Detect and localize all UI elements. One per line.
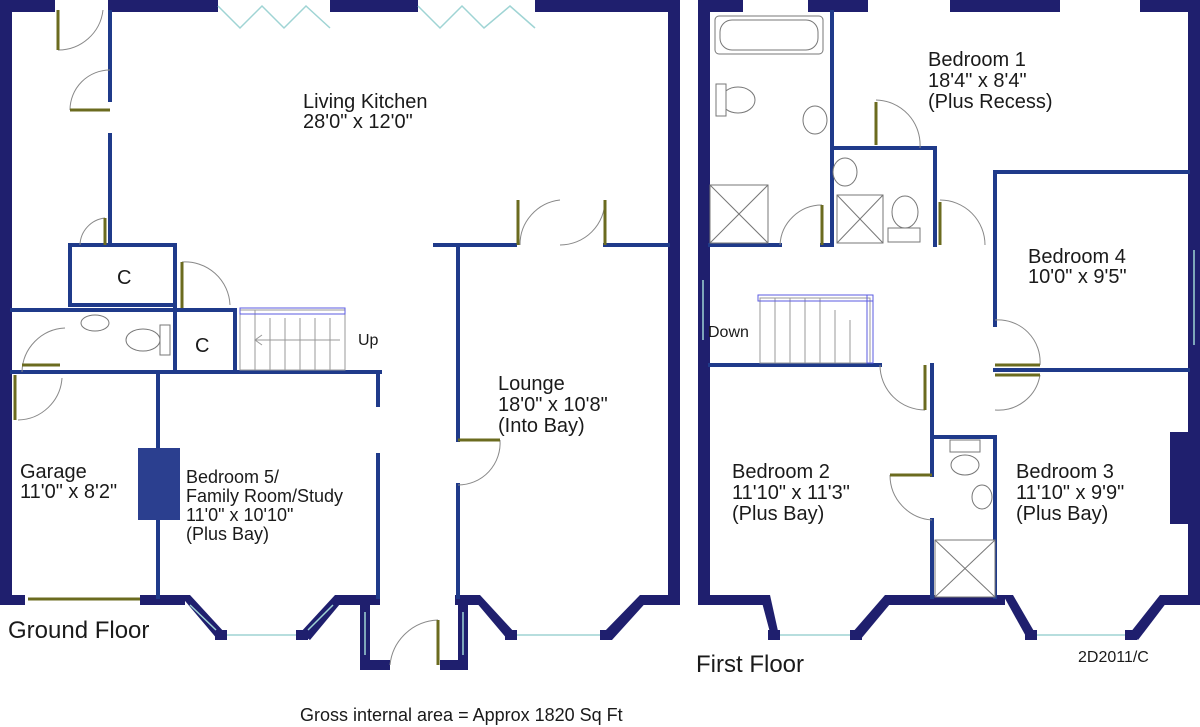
lounge-dims: 18'0" x 10'8" xyxy=(498,394,608,416)
cupboard-label: C xyxy=(117,267,131,289)
room-bedroom-4: Bedroom 4 10'0" x 9'5" xyxy=(1028,246,1127,288)
stairs-up-label: Up xyxy=(358,332,379,349)
bedroom3-name: Bedroom 3 xyxy=(1016,461,1114,483)
reference-code: 2D2011/C xyxy=(1078,649,1149,666)
bedroom3-note: (Plus Bay) xyxy=(1016,503,1108,525)
lounge-name: Lounge xyxy=(498,373,565,395)
room-lounge: Lounge 18'0" x 10'8" (Into Bay) xyxy=(498,373,608,437)
ground-floor-plan xyxy=(0,0,680,670)
bedroom4-dims: 10'0" x 9'5" xyxy=(1028,266,1127,288)
cupboard-label: C xyxy=(195,335,209,357)
gross-area-footer: Gross internal area = Approx 1820 Sq Ft xyxy=(300,705,623,725)
bedroom1-dims: 18'4" x 8'4" xyxy=(928,70,1027,92)
bedroom2-name: Bedroom 2 xyxy=(732,461,830,483)
bedroom5-note: (Plus Bay) xyxy=(186,524,269,544)
garage-dims: 11'0" x 8'2" xyxy=(20,481,117,503)
living-kitchen-name: Living Kitchen xyxy=(303,91,428,113)
room-garage: Garage 11'0" x 8'2" xyxy=(20,461,117,503)
bedroom2-dims: 11'10" x 11'3" xyxy=(732,482,850,504)
room-bedroom-2: Bedroom 2 11'10" x 11'3" (Plus Bay) xyxy=(732,461,850,525)
room-living-kitchen: Living Kitchen 28'0" x 12'0" xyxy=(303,91,428,133)
garage-name: Garage xyxy=(20,461,87,483)
ground-floor-label: Ground Floor xyxy=(8,617,149,644)
bedroom5-name: Bedroom 5/ xyxy=(186,467,279,487)
bedroom3-dims: 11'10" x 9'9" xyxy=(1016,482,1124,504)
lounge-note: (Into Bay) xyxy=(498,415,585,437)
room-bedroom-5: Bedroom 5/ Family Room/Study 11'0" x 10'… xyxy=(186,467,343,544)
room-bedroom-3: Bedroom 3 11'10" x 9'9" (Plus Bay) xyxy=(1016,461,1124,525)
bedroom5-dims: 11'0" x 10'10" xyxy=(186,505,293,525)
living-kitchen-dims: 28'0" x 12'0" xyxy=(303,111,413,133)
bedroom4-name: Bedroom 4 xyxy=(1028,246,1126,268)
room-bedroom-1: Bedroom 1 18'4" x 8'4" (Plus Recess) xyxy=(928,49,1052,113)
stairs-down-label: Down xyxy=(708,324,749,341)
bedroom1-name: Bedroom 1 xyxy=(928,49,1026,71)
first-floor-plan xyxy=(698,0,1200,640)
first-floor-label: First Floor xyxy=(696,651,804,678)
bedroom1-note: (Plus Recess) xyxy=(928,91,1052,113)
bedroom5-name2: Family Room/Study xyxy=(186,486,343,506)
bedroom2-note: (Plus Bay) xyxy=(732,503,824,525)
